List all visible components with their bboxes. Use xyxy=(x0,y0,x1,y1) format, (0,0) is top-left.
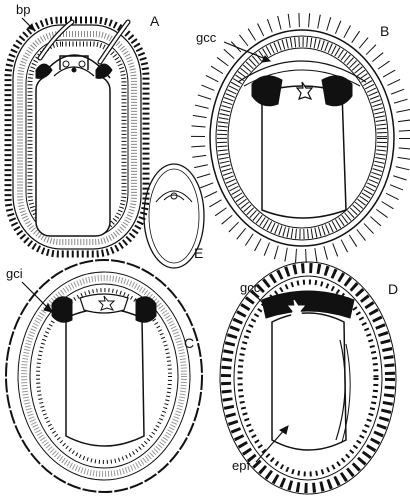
panel-c-letter: C xyxy=(184,335,194,351)
label-gci: gci xyxy=(6,266,23,281)
panel-a-inner-cavity xyxy=(36,76,110,236)
panel-d-letter: D xyxy=(388,281,398,297)
label-gcc-d: gcc xyxy=(240,280,261,295)
panel-a-drawing xyxy=(8,18,146,254)
panel-a-letter: A xyxy=(150,13,160,29)
panel-c-inner-cavity xyxy=(66,309,144,446)
label-epf: epf xyxy=(232,458,250,473)
panel-c-drawing xyxy=(6,260,202,492)
label-bp: bp xyxy=(16,2,30,17)
panel-e-letter: E xyxy=(194,245,203,261)
label-gcc-b: gcc xyxy=(196,30,217,45)
panel-b-letter: B xyxy=(380,23,389,39)
panel-b-drawing xyxy=(198,20,406,256)
